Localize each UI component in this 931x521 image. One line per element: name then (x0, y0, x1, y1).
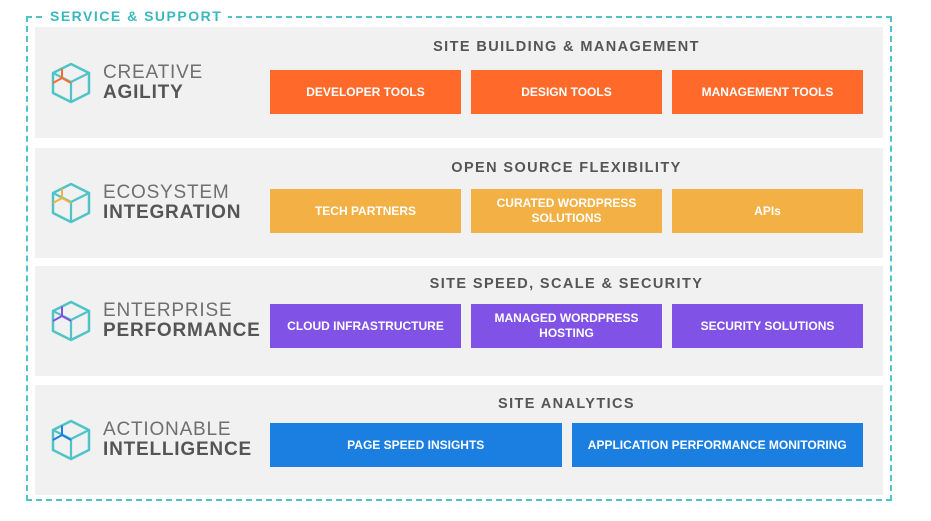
band-heading: OPEN SOURCE FLEXIBILITY (451, 160, 682, 176)
tile-row: DEVELOPER TOOLS DESIGN TOOLS MANAGEMENT … (270, 70, 863, 114)
cube-icon (51, 62, 91, 103)
band-label: ACTIONABLE INTELLIGENCE (49, 418, 252, 462)
tile-page-speed-insights: PAGE SPEED INSIGHTS (270, 423, 562, 467)
band-heading: SITE BUILDING & MANAGEMENT (433, 39, 700, 55)
band-creative-agility: CREATIVE AGILITY SITE BUILDING & MANAGEM… (35, 27, 883, 138)
band-label-bottom: AGILITY (103, 81, 184, 103)
tile-row: PAGE SPEED INSIGHTS APPLICATION PERFORMA… (270, 423, 863, 467)
cube-icon (51, 182, 91, 224)
band-heading: SITE SPEED, SCALE & SECURITY (429, 276, 704, 292)
band-label-bottom: PERFORMANCE (103, 320, 261, 341)
band-label-top: ACTIONABLE (103, 419, 232, 440)
tile-design-tools: DESIGN TOOLS (471, 70, 662, 114)
band-label: ENTERPRISE PERFORMANCE (49, 299, 261, 343)
tile-cloud-infrastructure: CLOUD INFRASTRUCTURE (270, 304, 461, 348)
tile-security-solutions: SECURITY SOLUTIONS (672, 304, 863, 348)
cube-icon (51, 419, 91, 461)
band-ecosystem-integration: ECOSYSTEM INTEGRATION OPEN SOURCE FLEXIB… (35, 148, 883, 258)
tile-apis: APIs (672, 189, 863, 233)
band-label-bottom: INTEGRATION (103, 202, 242, 223)
tile-curated-wordpress-solutions: CURATED WORDPRESS SOLUTIONS (471, 189, 662, 233)
tile-managed-wordpress-hosting: MANAGED WORDPRESS HOSTING (471, 304, 662, 348)
band-label-bottom: INTELLIGENCE (103, 439, 252, 460)
tile-management-tools: MANAGEMENT TOOLS (672, 70, 863, 114)
tile-row: TECH PARTNERS CURATED WORDPRESS SOLUTION… (270, 189, 863, 233)
tile-row: CLOUD INFRASTRUCTURE MANAGED WORDPRESS H… (270, 304, 863, 348)
tile-developer-tools: DEVELOPER TOOLS (270, 70, 461, 114)
frame-title: SERVICE & SUPPORT (44, 7, 229, 25)
band-label: ECOSYSTEM INTEGRATION (49, 181, 241, 225)
band-label-top: ECOSYSTEM (103, 182, 230, 203)
cube-icon (51, 300, 91, 342)
band-actionable-intelligence: ACTIONABLE INTELLIGENCE SITE ANALYTICS P… (35, 385, 883, 495)
tile-application-performance-monitoring: APPLICATION PERFORMANCE MONITORING (571, 423, 863, 467)
band-heading: SITE ANALYTICS (498, 396, 635, 412)
service-support-frame (26, 16, 892, 501)
band-label-top: ENTERPRISE (103, 300, 233, 321)
tile-tech-partners: TECH PARTNERS (270, 189, 461, 233)
band-label: CREATIVE AGILITY (49, 61, 203, 105)
band-label-top: CREATIVE (103, 61, 204, 83)
band-enterprise-performance: ENTERPRISE PERFORMANCE SITE SPEED, SCALE… (35, 266, 883, 376)
